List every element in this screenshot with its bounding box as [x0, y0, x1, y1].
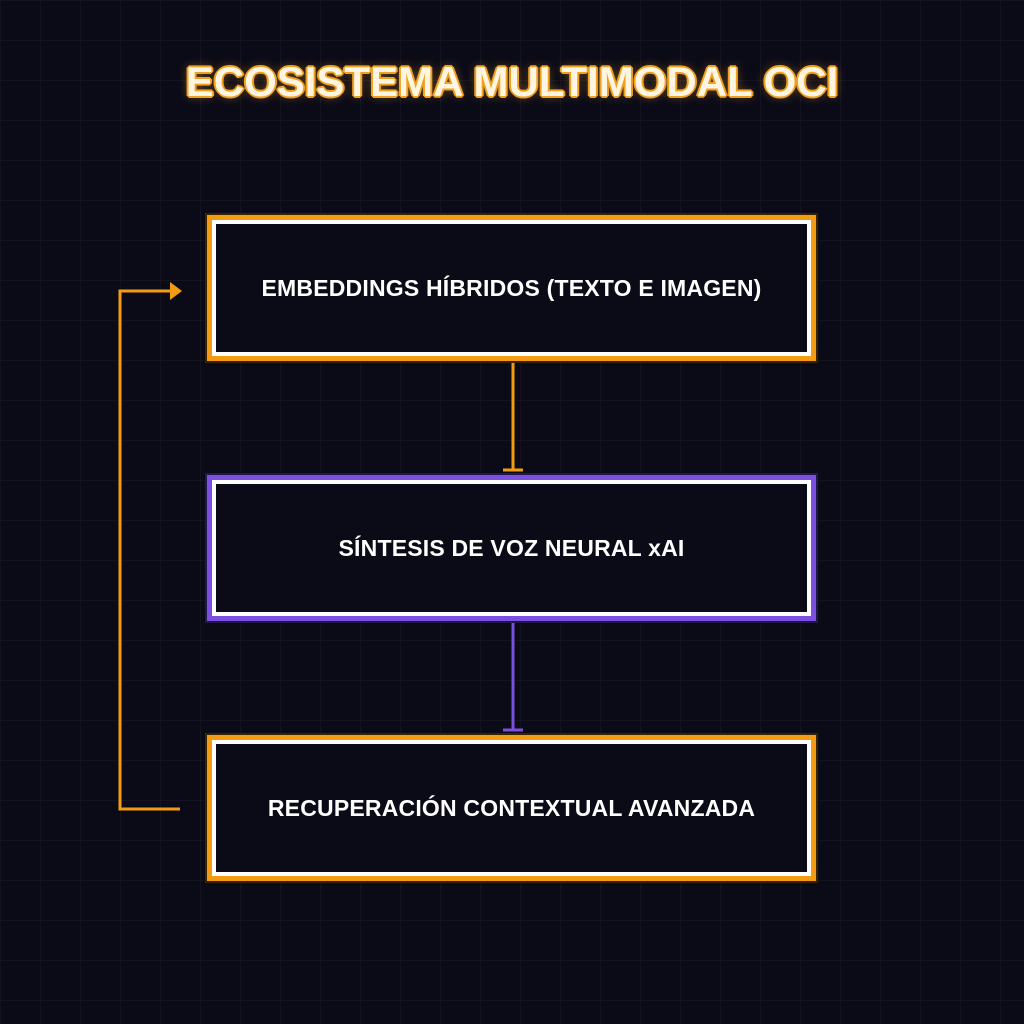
edge-embeddings-to-voice	[503, 362, 523, 472]
edge-retrieval-to-embeddings	[118, 282, 182, 811]
diagram-title: ECOSISTEMA MULTIMODAL OCI	[185, 58, 839, 105]
node-contextual-retrieval[interactable]: RECUPERACIÓN CONTEXTUAL AVANZADA	[212, 740, 811, 876]
node-label: EMBEDDINGS HÍBRIDOS (TEXTO E IMAGEN)	[261, 274, 762, 301]
node-label: RECUPERACIÓN CONTEXTUAL AVANZADA	[267, 794, 756, 821]
node-label: SÍNTESIS DE VOZ NEURAL xAI	[338, 534, 685, 561]
edge-voice-to-retrieval	[503, 622, 523, 732]
arrowhead-icon	[170, 282, 182, 300]
node-embeddings[interactable]: EMBEDDINGS HÍBRIDOS (TEXTO E IMAGEN)	[212, 220, 811, 356]
node-voice-synthesis[interactable]: SÍNTESIS DE VOZ NEURAL xAI	[212, 480, 811, 616]
